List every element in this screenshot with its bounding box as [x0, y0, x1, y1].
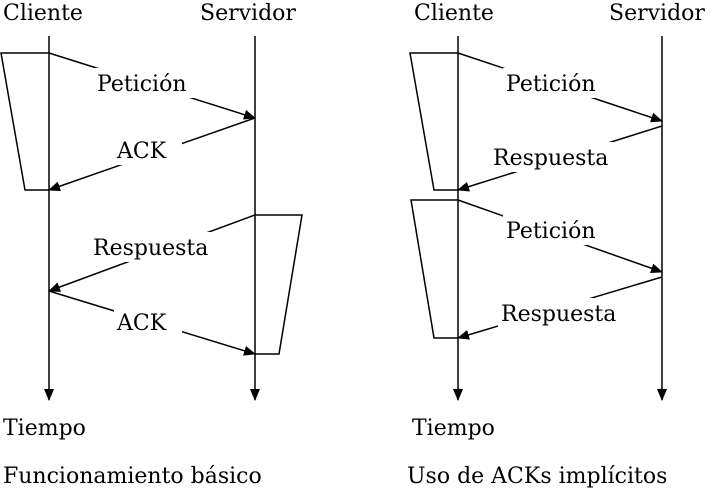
- right-client-wait-shape-2: [410, 199, 458, 339]
- left-client-header: Cliente: [3, 1, 83, 26]
- left-server-wait-shape: [255, 214, 303, 355]
- left-ack-label-2: ACK: [116, 311, 167, 336]
- right-time-label: Tiempo: [412, 416, 495, 441]
- left-server-header: Servidor: [200, 1, 296, 26]
- left-client-wait-shape: [0, 52, 49, 191]
- left-response-label: Respuesta: [93, 236, 208, 261]
- right-client-header: Cliente: [414, 1, 494, 26]
- left-time-label: Tiempo: [3, 416, 86, 441]
- right-response-label-2: Respuesta: [501, 302, 616, 327]
- right-diagram: Cliente Servidor Petición Respuesta Peti…: [407, 1, 705, 489]
- right-response-label-1: Respuesta: [493, 146, 608, 171]
- left-caption: Funcionamiento básico: [3, 464, 262, 489]
- right-client-wait-shape-1: [409, 52, 458, 191]
- right-request-label-1: Petición: [506, 72, 595, 97]
- left-diagram: Cliente Servidor Petición ACK Respuesta …: [0, 1, 303, 489]
- left-request-label: Petición: [97, 72, 186, 97]
- right-caption: Uso de ACKs implícitos: [407, 464, 667, 489]
- right-server-header: Servidor: [609, 1, 705, 26]
- left-ack-label-1: ACK: [116, 139, 167, 164]
- right-request-label-2: Petición: [506, 219, 595, 244]
